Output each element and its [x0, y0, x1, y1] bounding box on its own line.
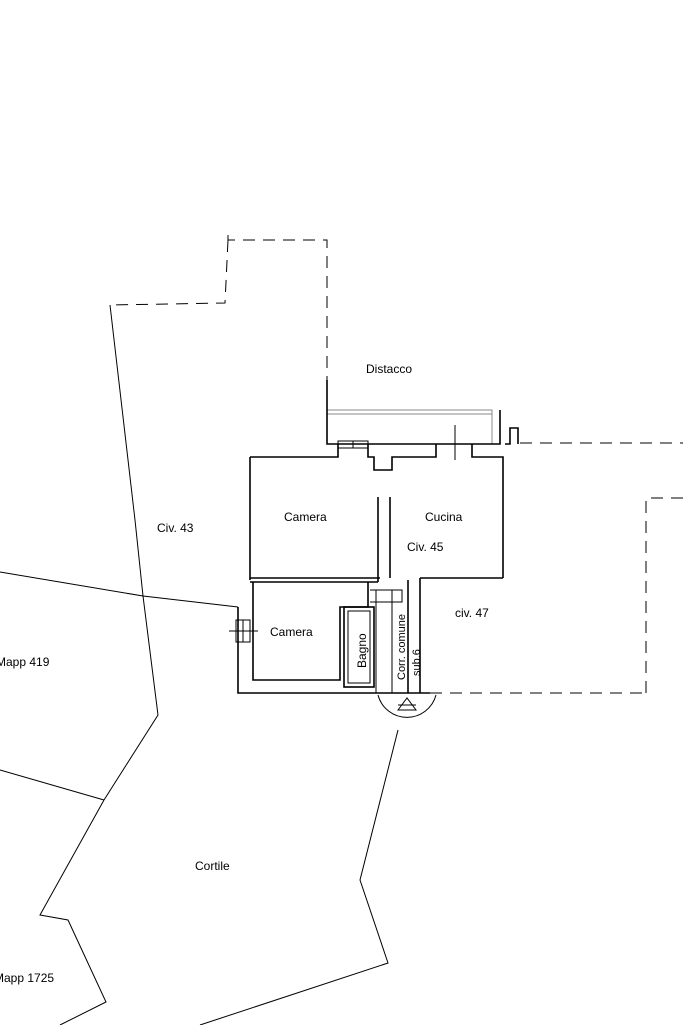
label-bagno: Bagno [355, 633, 369, 668]
label-camera-bottom: Camera [270, 625, 313, 639]
label-cucina: Cucina [425, 510, 463, 524]
balcony-strip [326, 380, 519, 445]
label-camera-top: Camera [284, 510, 327, 524]
label-mapp1725: Mapp 1725 [0, 971, 54, 985]
distacco-boundary [109, 235, 683, 694]
entrance-arc [377, 694, 437, 718]
label-cortile: Cortile [195, 859, 230, 873]
label-sub6: sub.6 [411, 649, 423, 676]
civ43-boundary [0, 304, 239, 801]
cortile-boundary [39, 729, 399, 1025]
label-distacco: Distacco [366, 362, 412, 376]
apartment-walls [229, 425, 504, 694]
label-civ43: Civ. 43 [157, 521, 194, 535]
label-mapp419: Mapp 419 [0, 655, 50, 669]
label-civ45: Civ. 45 [407, 540, 444, 554]
label-corr-comune: Corr. comune [396, 614, 408, 680]
label-civ47: civ. 47 [455, 606, 489, 620]
